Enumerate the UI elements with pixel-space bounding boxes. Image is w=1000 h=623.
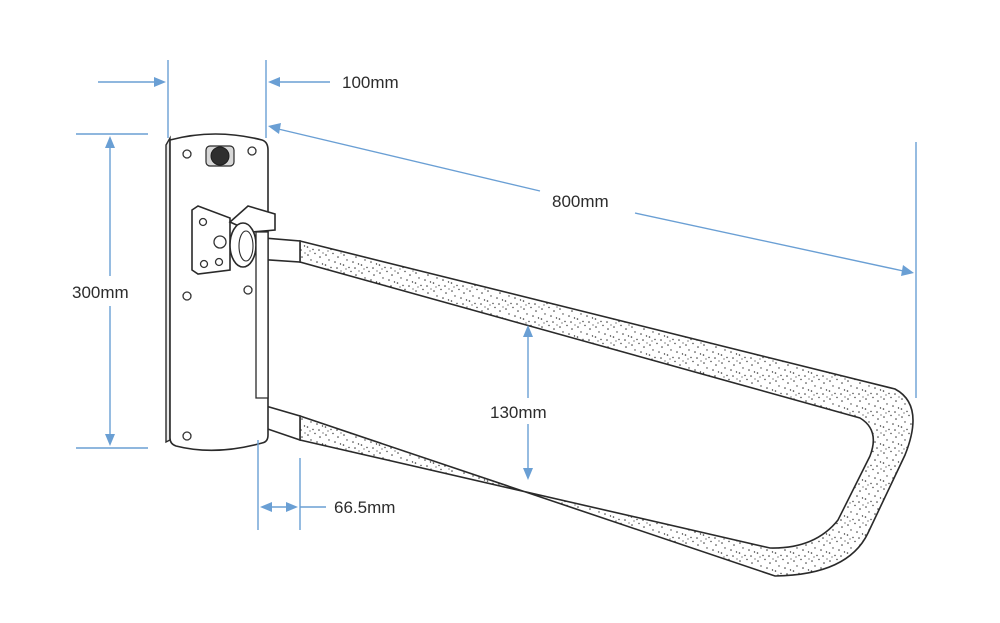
mount-hole <box>182 431 192 441</box>
dimension-rail-spacing: 130mm <box>490 325 547 480</box>
dimension-projection-offset: 100mm <box>98 60 399 138</box>
mount-hole <box>243 285 253 295</box>
lock-knob-icon <box>205 145 235 167</box>
grab-bar <box>208 235 914 577</box>
dimension-plate-height: 300mm <box>72 133 148 449</box>
tube-offset-label: 66.5mm <box>334 498 395 517</box>
hinge-bracket <box>191 205 276 275</box>
wall-plate <box>165 133 276 452</box>
mount-hole <box>247 146 257 156</box>
bar-length-label: 800mm <box>552 192 609 211</box>
dimension-tube-offset: 66.5mm <box>257 440 395 530</box>
projection-offset-label: 100mm <box>342 73 399 92</box>
dimension-bar-length: 800mm <box>268 123 917 398</box>
mount-hole <box>182 149 192 159</box>
plate-height-label: 300mm <box>72 283 129 302</box>
rail-grip-texture <box>299 239 914 577</box>
rail-spacing-label: 130mm <box>490 403 547 422</box>
mount-hole <box>182 291 192 301</box>
folding-leg <box>255 231 269 399</box>
